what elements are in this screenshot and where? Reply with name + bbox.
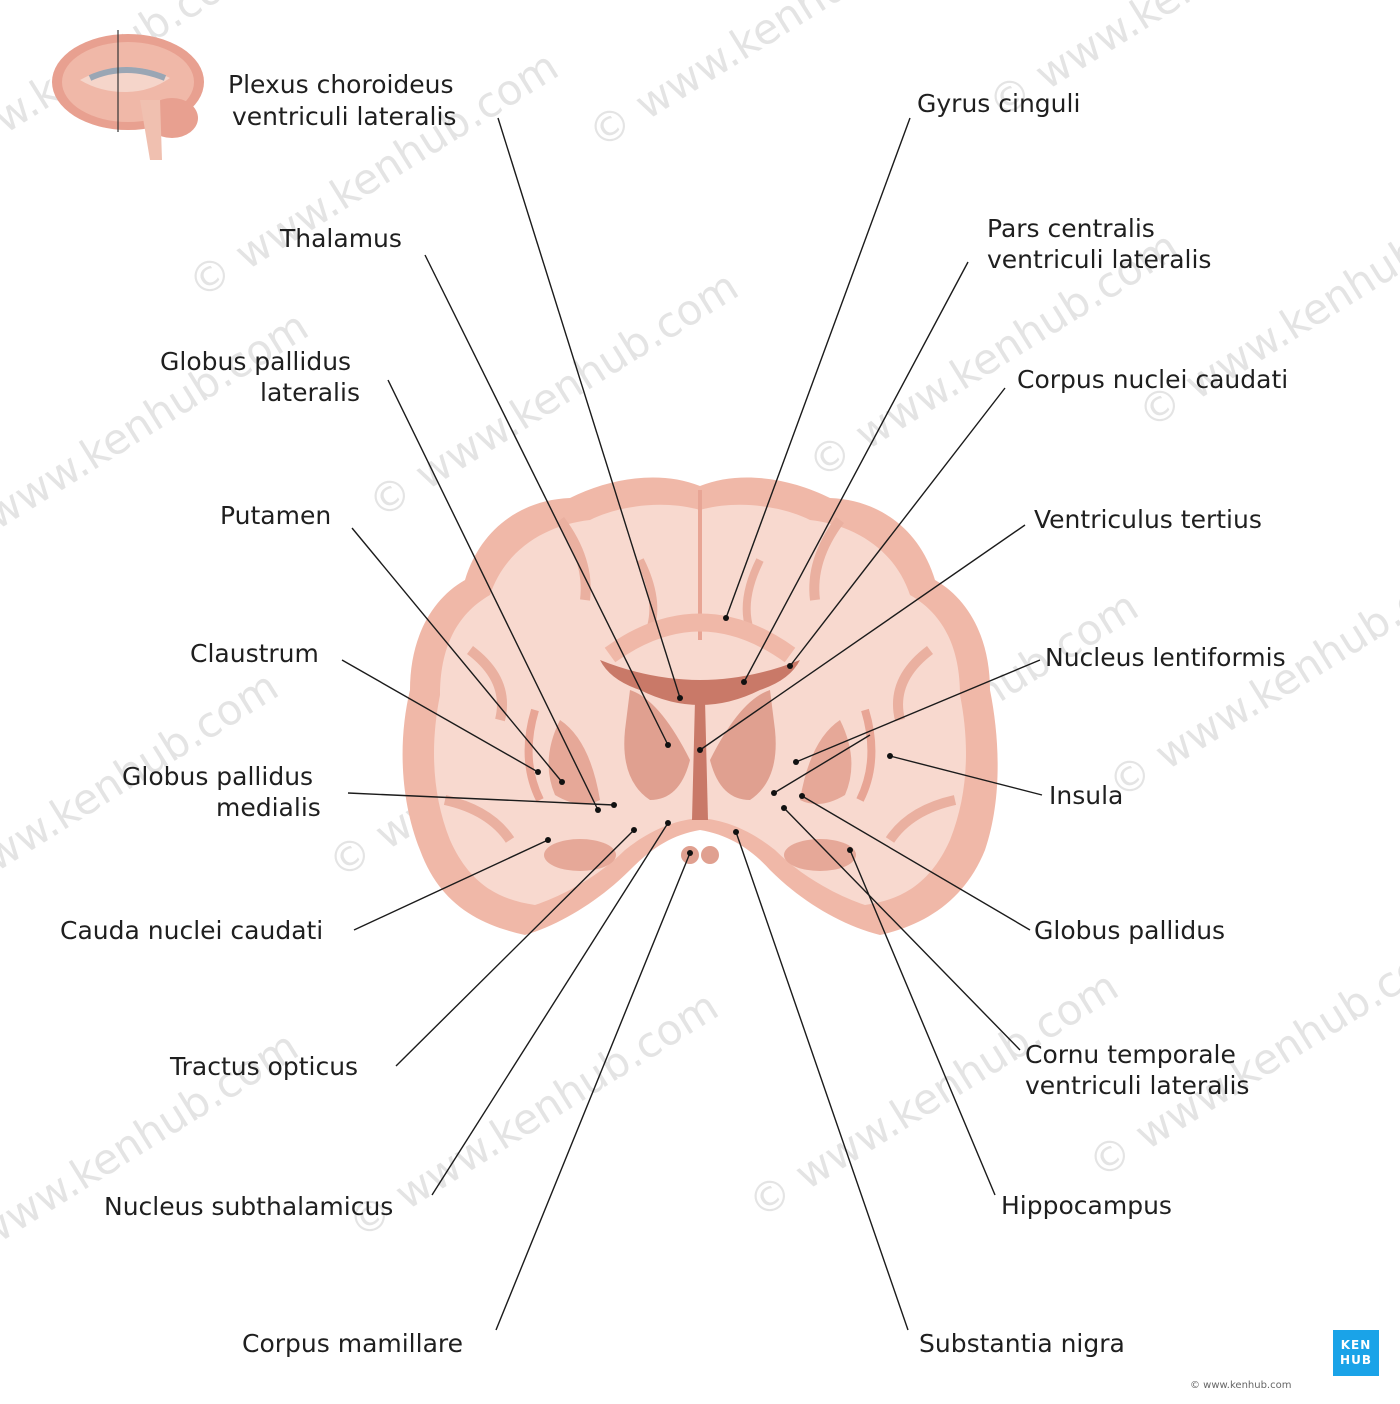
label-gp-medialis-line2: medialis [216,793,321,822]
pin-nigra [733,829,739,835]
pin-claustrum [535,769,541,775]
pin-gp [799,793,805,799]
pin-lentiformis-2 [771,790,777,796]
pin-ventriculus [697,747,703,753]
watermark: © www.kenhub.com [1129,171,1400,438]
label-corpus-caudati: Corpus nuclei caudati [1017,365,1288,394]
label-plexus-line1: Plexus choroideus [228,70,454,99]
pin-pars [741,679,747,685]
label-lentiformis: Nucleus lentiformis [1045,643,1286,672]
thumbnail-brain [52,30,204,160]
pin-lentiformis-1 [793,759,799,765]
label-gp: Globus pallidus [1034,916,1225,945]
pin-subthal [665,820,671,826]
watermark: © www.kenhub.com [339,981,726,1248]
label-insula: Insula [1049,781,1123,810]
pin-corpus-caudati [787,663,793,669]
pin-putamen [559,779,565,785]
label-gyrus: Gyrus cinguli [917,89,1080,118]
pin-gp-lateralis [595,807,601,813]
pin-insula [887,753,893,759]
label-cauda: Cauda nuclei caudati [60,916,323,945]
pin-cornu [781,805,787,811]
label-ventriculus: Ventriculus tertius [1034,505,1262,534]
label-pars-line2: ventriculi lateralis [987,245,1211,274]
kenhub-logo: KEN HUB [1333,1330,1379,1376]
pin-mamillare [687,850,693,856]
label-mamillare: Corpus mamillare [242,1329,463,1358]
label-putamen: Putamen [220,501,331,530]
label-gp-lateralis-line1: Globus pallidus [160,347,351,376]
label-subthal: Nucleus subthalamicus [104,1192,393,1221]
label-gp-medialis-line1: Globus pallidus [122,762,313,791]
label-nigra: Substantia nigra [919,1329,1125,1358]
watermark: © www.kenhub.com [1099,541,1400,808]
label-claustrum: Claustrum [190,639,319,668]
pin-gyrus [723,615,729,621]
pin-gp-medialis [611,802,617,808]
label-tractus: Tractus opticus [169,1052,358,1081]
logo-line1: KEN [1333,1338,1379,1353]
watermark: © www.kenhub.com [579,0,966,158]
label-hippocampus: Hippocampus [1001,1191,1172,1220]
label-cornu-line2: ventriculi lateralis [1025,1071,1249,1100]
pin-plexus [677,695,683,701]
label-cornu-line1: Cornu temporale [1025,1040,1236,1069]
pin-cauda [545,837,551,843]
pin-hippocampus [847,847,853,853]
label-plexus-line2: ventriculi lateralis [232,102,456,131]
pin-thalamus [665,742,671,748]
logo-line2: HUB [1333,1353,1379,1368]
pin-tractus [631,827,637,833]
copyright-text: © www.kenhub.com [1190,1380,1291,1391]
label-gp-lateralis-line2: lateralis [260,378,360,407]
label-thalamus: Thalamus [279,224,402,253]
label-pars-line1: Pars centralis [987,214,1155,243]
